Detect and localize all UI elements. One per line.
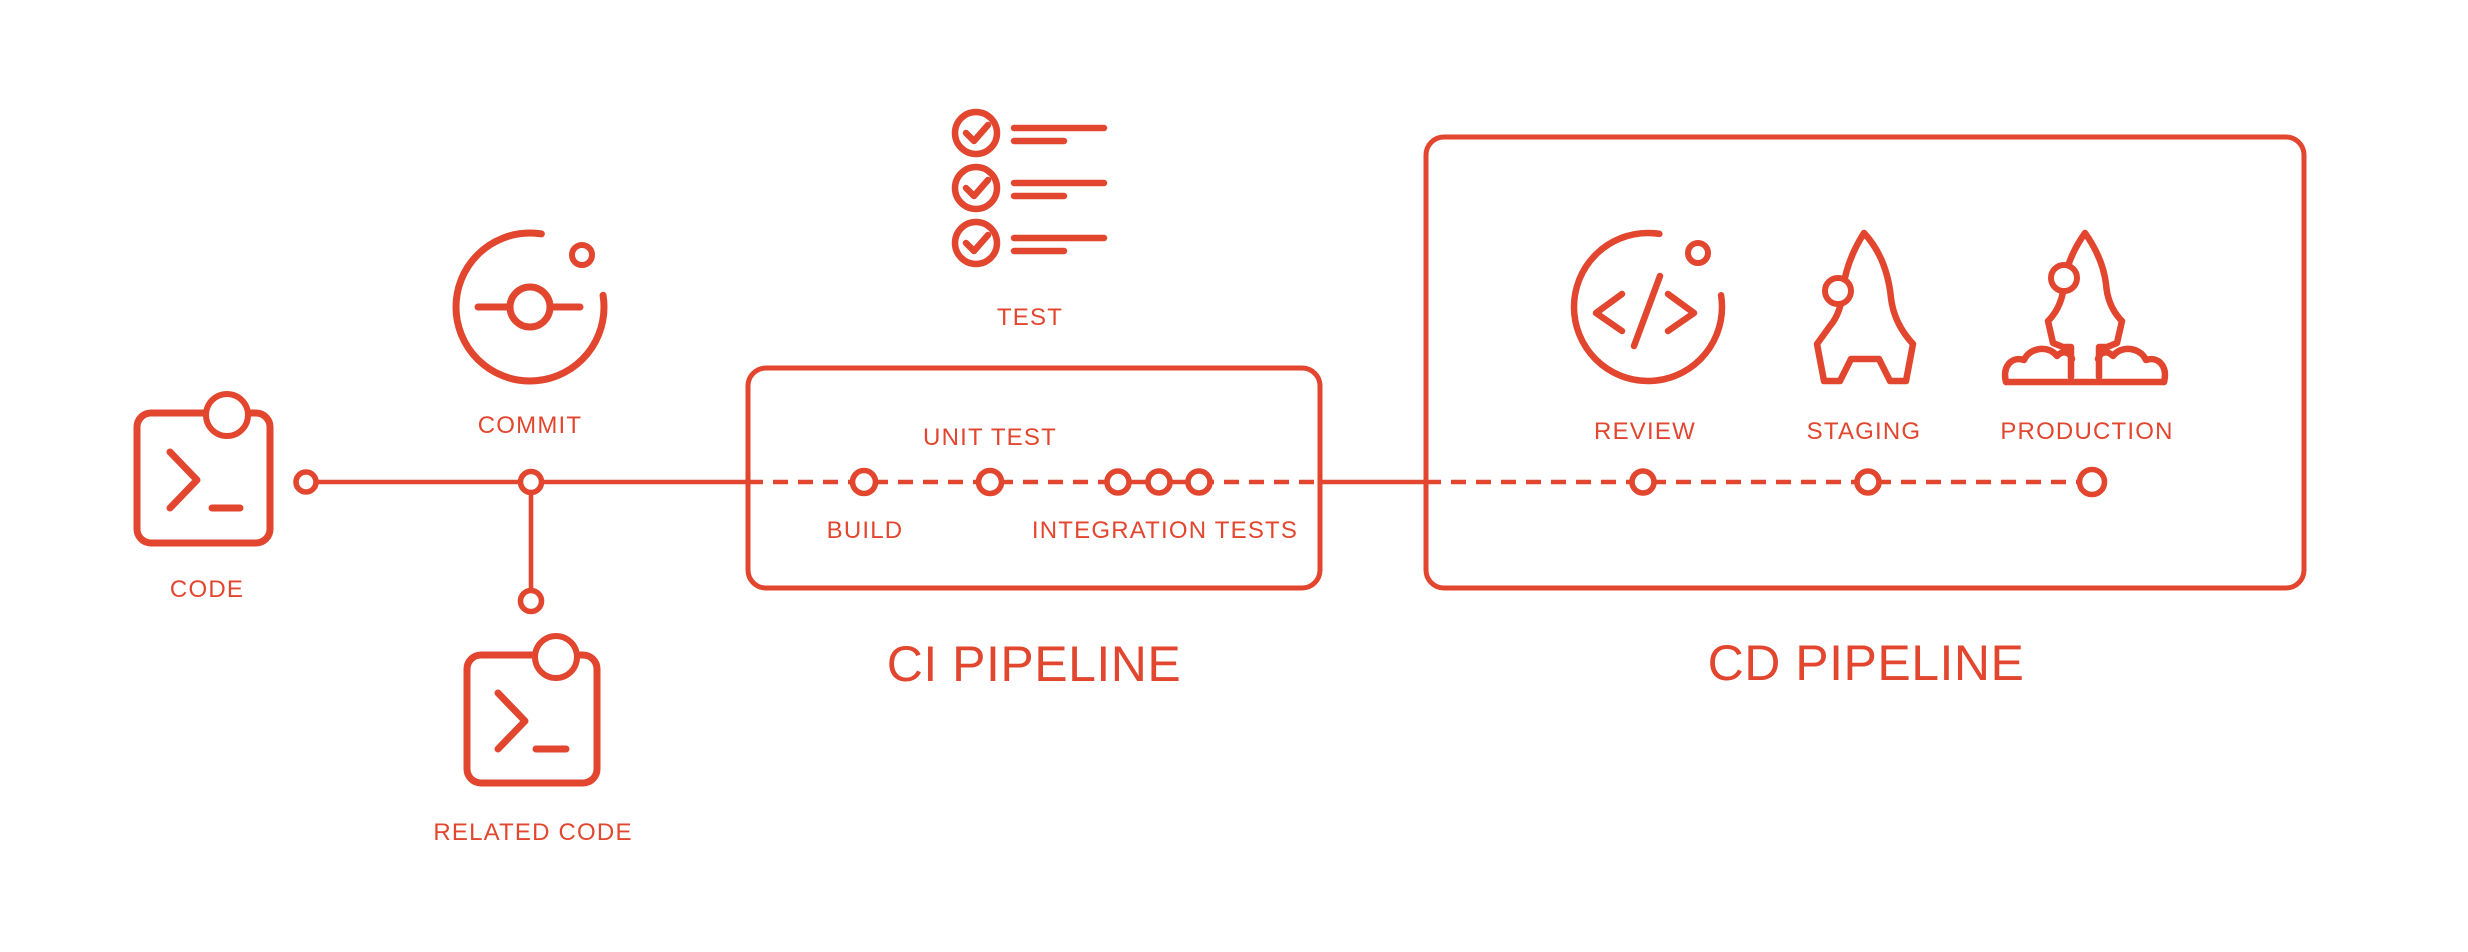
related-code-label: RELATED CODE [433,819,632,846]
commit-label: COMMIT [478,412,583,439]
related-code-terminal-icon [463,633,601,787]
prompt-chevron [494,689,529,753]
checklist-row [951,108,1108,158]
terminal-frame [463,651,601,787]
checklist-row [951,163,1108,213]
code-review-icon [1570,229,1726,385]
rocket-window [1822,275,1854,307]
orbit-ring [1570,229,1726,385]
rocket-launch-icon [2001,229,2169,386]
check-circle-icon [951,163,1001,213]
cd-pipeline-box [1423,134,2307,591]
check-circle-icon [951,108,1001,158]
staging-label: STAGING [1807,418,1922,445]
code-bracket-right [1664,290,1698,335]
ci-pipeline-title: CI PIPELINE [887,636,1182,692]
prompt-chevron [166,448,201,512]
node-related-code [517,587,545,615]
rocket-window [2048,262,2080,294]
pipeline-nodes [293,466,2108,615]
commit-orbit-icon [452,229,608,385]
node-production-end [2076,466,2108,498]
code-slash [1630,272,1664,350]
integration-tests-label: INTEGRATION TESTS [1032,517,1298,544]
pin-circle [532,633,580,681]
terminal-frame [133,409,274,547]
node-integration-2 [1145,468,1173,496]
node-build [849,467,879,497]
cd-pipeline-title: CD PIPELINE [1708,635,2025,691]
node-commit-junction [517,468,545,496]
production-label: PRODUCTION [2000,418,2173,445]
unit-test-label: UNIT TEST [923,424,1057,451]
test-checklist-icon [951,108,1108,268]
ci-pipeline-box [745,365,1323,591]
check-mark [962,231,992,255]
node-integration-1 [1104,468,1132,496]
test-label: TEST [997,304,1063,331]
smoke-cloud-left [2001,345,2076,386]
node-unit-test [975,467,1005,497]
code-label: CODE [170,576,244,603]
build-label: BUILD [827,517,904,544]
code-bracket-left [1592,290,1626,335]
rocket-body [1813,229,1917,385]
orbit-ring [452,229,608,385]
node-code-start [293,469,319,495]
orbit-dot [1685,240,1711,266]
node-review [1629,468,1657,496]
checklist-row [951,218,1108,268]
pin-circle [203,391,251,439]
review-label: REVIEW [1594,418,1696,445]
check-mark [962,121,992,145]
code-terminal-icon [133,391,274,547]
rocket-staging-icon [1813,229,1917,385]
node-integration-3 [1185,468,1213,496]
rocket-body-exhaust [2044,229,2126,381]
smoke-cloud-right [2094,345,2169,386]
orbit-dot [569,242,595,268]
check-circle-icon [951,218,1001,268]
commit-node-circle [506,283,554,331]
node-staging [1854,468,1882,496]
check-mark [962,176,992,200]
